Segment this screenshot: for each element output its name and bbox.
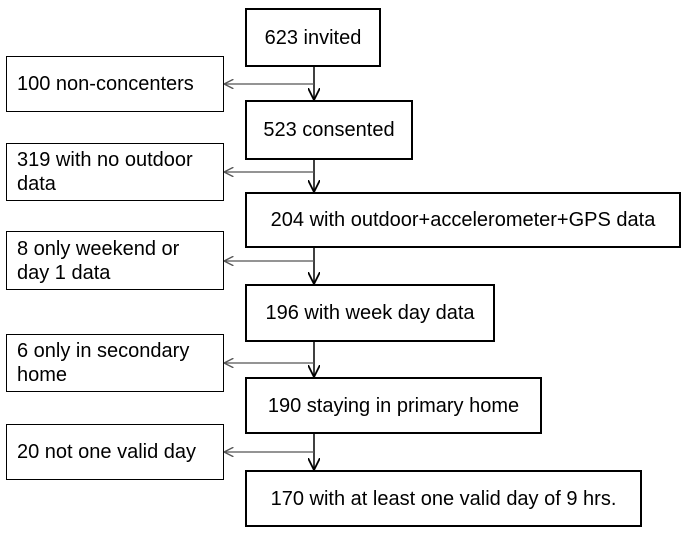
step-label: 190 staying in primary home — [267, 394, 520, 417]
step-label: 204 with outdoor+accelerometer+GPS data — [270, 209, 656, 231]
step-label: 623 invited — [264, 26, 362, 49]
exclusion-weekend-day1: 8 only weekend or day 1 data — [6, 231, 224, 290]
exclusion-secondary-home: 6 only in secondary home — [6, 334, 224, 392]
exclusion-no-valid-day: 20 not one valid day — [6, 424, 224, 480]
exclusion-label-line2: home — [17, 364, 68, 386]
exclusion-label-line2: data — [17, 173, 56, 195]
step-week-day-data: 196 with week day data — [245, 284, 495, 342]
exclusion-label-line1: 8 only weekend or — [17, 237, 180, 260]
step-label: 523 consented — [263, 119, 395, 141]
exclusion-non-consenters: 100 non-concenters — [6, 56, 224, 112]
step-consented: 523 consented — [245, 100, 413, 160]
exclusion-label-line1: 100 non-concenters — [17, 73, 194, 95]
exclusion-label-line1: 319 with no outdoor — [17, 149, 193, 171]
exclusion-label-line2: day 1 data — [17, 261, 111, 284]
step-invited: 623 invited — [245, 8, 381, 67]
step-primary-home: 190 staying in primary home — [245, 377, 542, 434]
step-label: 170 with at least one valid day of 9 hrs… — [270, 487, 617, 510]
exclusion-no-outdoor-data: 319 with no outdoor data — [6, 143, 224, 201]
exclusion-label-line1: 6 only in secondary — [17, 340, 190, 362]
exclusion-label-line1: 20 not one valid day — [17, 441, 197, 463]
step-label: 196 with week day data — [265, 302, 475, 324]
step-outdoor-gps-data: 204 with outdoor+accelerometer+GPS data — [245, 192, 681, 248]
step-valid-day: 170 with at least one valid day of 9 hrs… — [245, 470, 642, 527]
